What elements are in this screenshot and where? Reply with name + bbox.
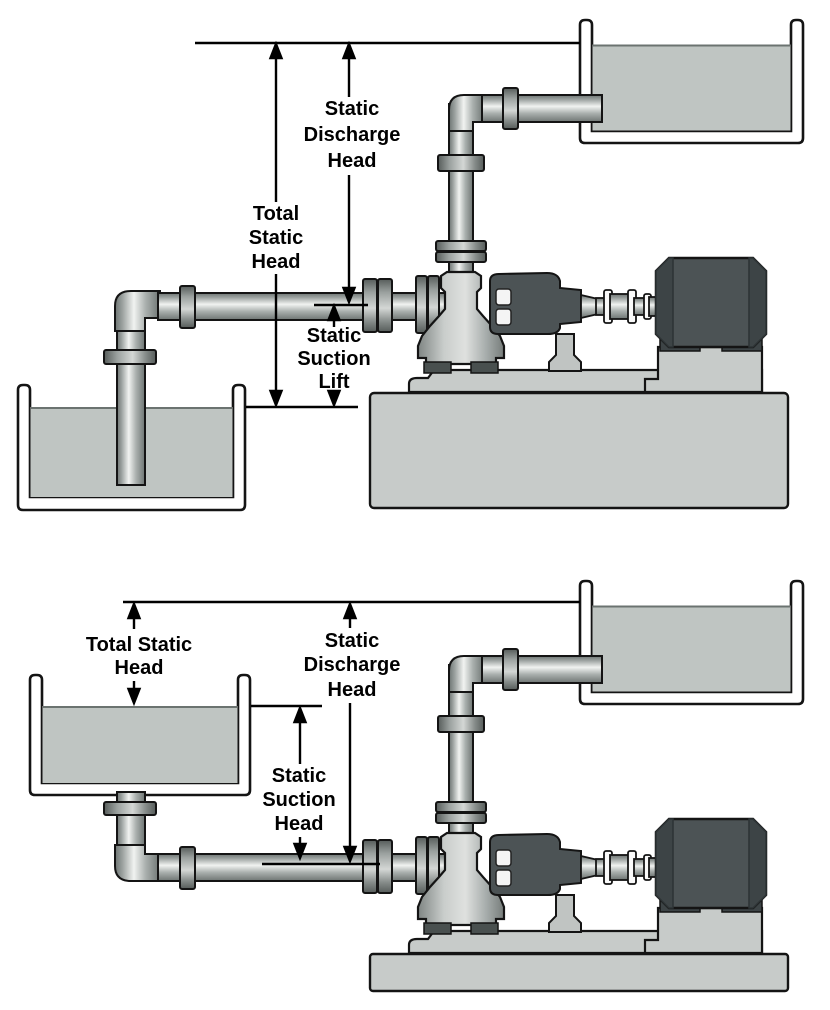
foundation-block: [368, 391, 790, 510]
static-discharge-head-label: Static: [325, 98, 379, 120]
static-discharge-head-label: Head: [328, 679, 377, 701]
static-discharge-head-label: Head: [328, 150, 377, 172]
static-suction-head-label: Suction: [262, 789, 335, 811]
suction-dip-pipe-flange: [103, 349, 157, 365]
arrow-down-icon: [126, 687, 142, 707]
total-static-head-label: Total Static: [86, 634, 192, 656]
static-discharge-head-arrow: [342, 600, 358, 865]
total-static-head-arrow: [268, 40, 284, 409]
static-suction-head-label: Static: [272, 765, 326, 787]
arrow-up-icon: [342, 600, 358, 620]
arrow-up-icon: [341, 40, 357, 60]
total-static-head-label: Head: [252, 251, 301, 273]
labels: Static Discharge Head Total Static Head …: [249, 98, 401, 393]
suction-elbow: [114, 844, 161, 882]
static-discharge-head-arrow: [341, 40, 357, 306]
arrow-down-icon: [268, 389, 284, 409]
foundation-block: [368, 952, 790, 993]
static-suction-lift-label: Lift: [318, 371, 349, 393]
arrow-up-icon: [126, 600, 142, 620]
total-static-head-arrow: [126, 600, 142, 707]
total-static-head-label: Static: [249, 227, 303, 249]
measurements: [195, 40, 580, 409]
total-static-head-label: Total: [253, 203, 299, 225]
total-static-head-label: Head: [115, 657, 164, 679]
static-suction-head-arrow: [292, 704, 308, 862]
suction-outlet-pipe: [116, 791, 146, 851]
arrow-down-icon: [326, 389, 342, 409]
arrow-up-icon: [268, 40, 284, 60]
diagram-suction-head: Total Static Head Static Discharge Head …: [28, 579, 805, 993]
pump-motor-assembly: [156, 579, 805, 955]
arrow-up-icon: [292, 704, 308, 724]
arrow-down-icon: [342, 845, 358, 865]
labels: Total Static Head Static Discharge Head …: [86, 630, 401, 835]
suction-elbow: [114, 290, 161, 332]
static-discharge-head-label: Discharge: [304, 654, 401, 676]
suction-outlet-flange: [103, 801, 157, 816]
diagram-suction-lift: Static Discharge Head Total Static Head …: [16, 18, 805, 512]
static-discharge-head-label: Static: [325, 630, 379, 652]
static-discharge-head-label: Discharge: [304, 124, 401, 146]
static-suction-head-label: Head: [275, 813, 324, 835]
suction-tank-water: [42, 706, 238, 783]
arrow-down-icon: [341, 286, 357, 306]
static-suction-lift-label: Static: [307, 325, 361, 347]
static-suction-lift-label: Suction: [297, 348, 370, 370]
static-suction-lift-arrow: [326, 302, 342, 409]
arrow-down-icon: [292, 842, 308, 862]
suction-tank: [16, 383, 247, 512]
measurements: [123, 600, 580, 866]
